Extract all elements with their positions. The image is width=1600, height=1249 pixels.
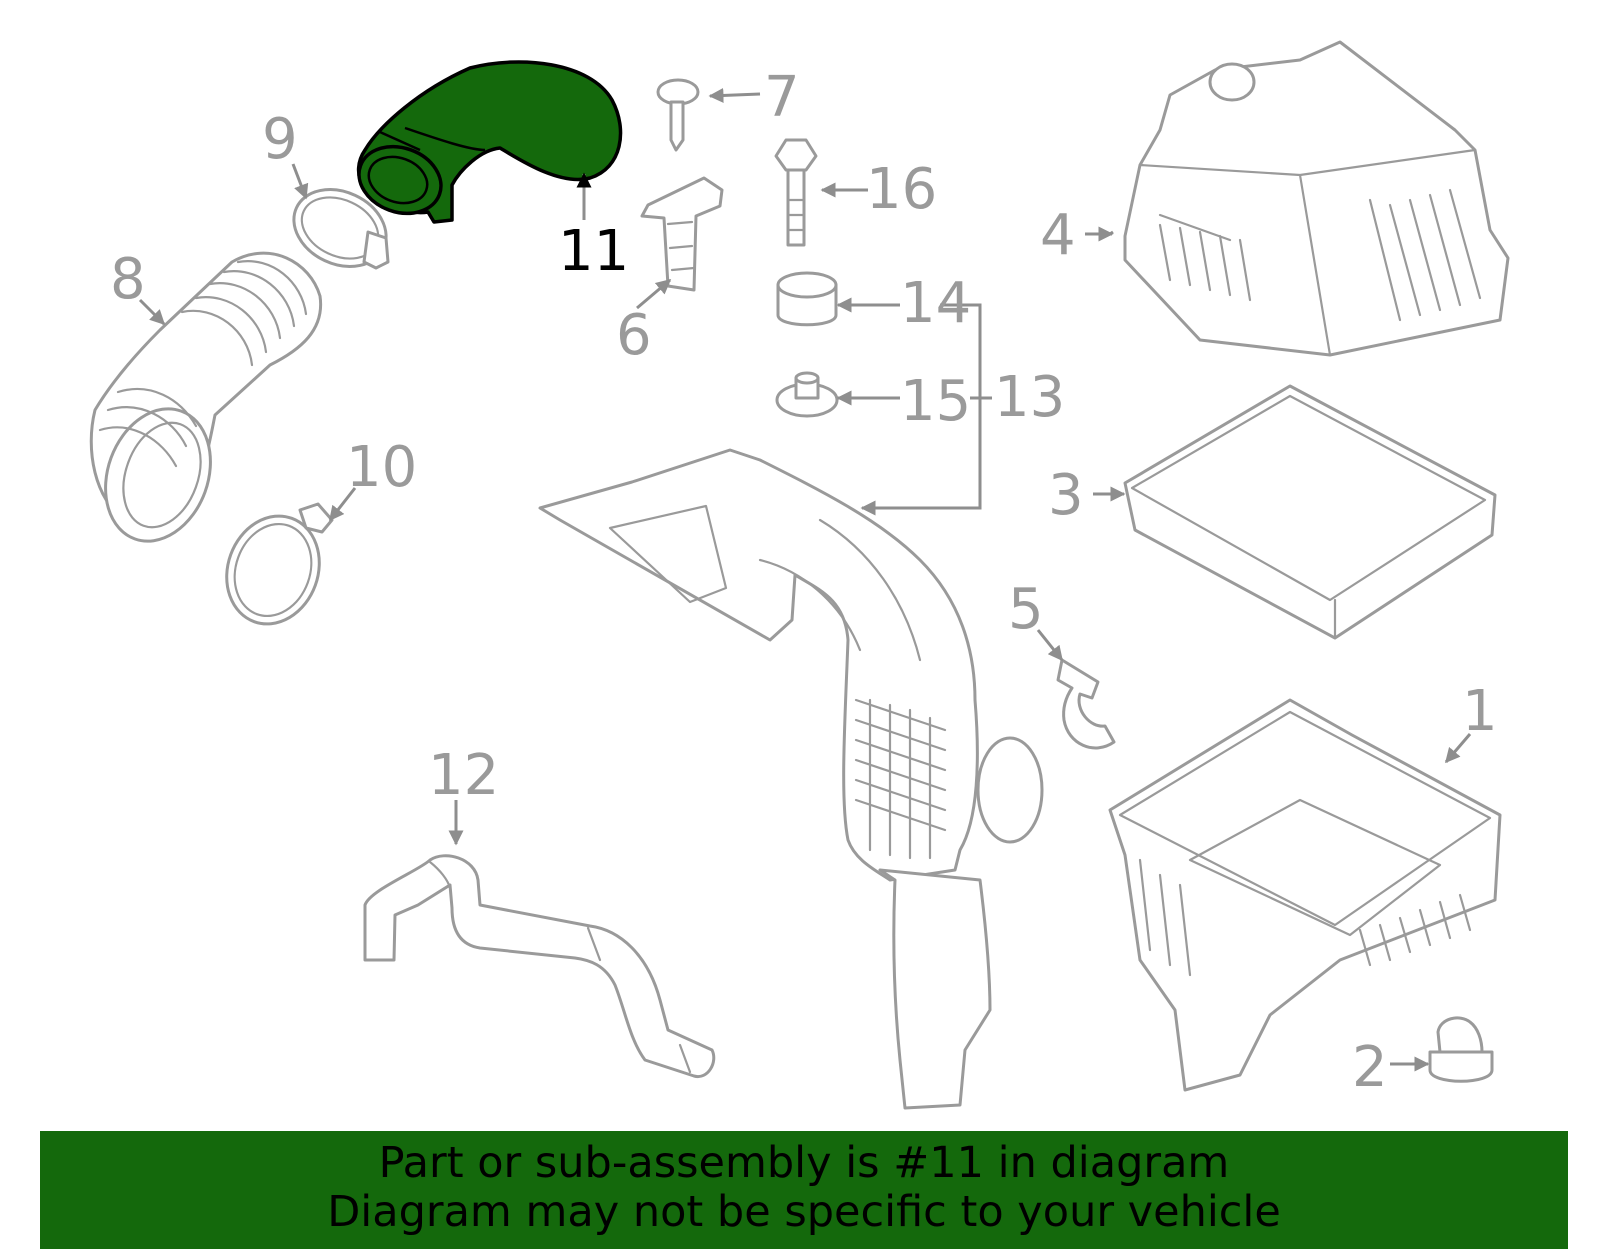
part-7-screw[interactable] (656, 78, 700, 152)
part-3-air-filter[interactable] (1123, 384, 1497, 640)
callout-labels: 11 9 8 10 7 6 16 14 15 13 4 3 5 1 2 12 (110, 65, 1498, 1100)
part-6-sensor[interactable] (640, 176, 724, 292)
callout-16: 16 (866, 157, 937, 222)
callout-2: 2 (1352, 1035, 1388, 1100)
callout-10: 10 (346, 435, 417, 500)
callout-1: 1 (1462, 679, 1498, 744)
callout-7: 7 (764, 65, 800, 130)
callout-4: 4 (1040, 203, 1076, 268)
part-8-air-duct[interactable] (88, 251, 323, 556)
part-14-grommet[interactable] (776, 271, 838, 327)
banner-line-1: Part or sub-assembly is #11 in diagram (378, 1138, 1230, 1188)
callout-3: 3 (1048, 463, 1084, 528)
part-12-drain-hose[interactable] (363, 854, 716, 1079)
part-4-air-cleaner-cover[interactable] (1123, 40, 1510, 357)
callout-8: 8 (110, 247, 146, 312)
info-banner: Part or sub-assembly is #11 in diagram D… (40, 1131, 1568, 1249)
callout-5: 5 (1008, 577, 1044, 642)
callout-11: 11 (558, 219, 629, 284)
part-10-clamp[interactable] (212, 502, 334, 637)
callout-9: 9 (262, 107, 298, 172)
callout-13: 13 (994, 365, 1065, 430)
part-2-grommet[interactable] (1428, 1016, 1494, 1083)
part-5-clip[interactable] (1056, 658, 1116, 750)
part-9-clamp[interactable] (281, 175, 398, 281)
banner-line-2: Diagram may not be specific to your vehi… (327, 1187, 1281, 1237)
part-11-intake-hose[interactable] (350, 60, 623, 224)
callout-12: 12 (428, 743, 499, 808)
part-13-air-inlet[interactable] (538, 448, 1044, 1110)
part-1-air-cleaner-box[interactable] (1108, 698, 1502, 1092)
part-16-bolt[interactable] (774, 138, 818, 247)
callout-6: 6 (616, 303, 652, 368)
callout-15: 15 (900, 369, 971, 434)
part-15-pin[interactable] (775, 371, 839, 418)
callout-14: 14 (900, 271, 971, 336)
leader-lines (138, 87, 1472, 1072)
